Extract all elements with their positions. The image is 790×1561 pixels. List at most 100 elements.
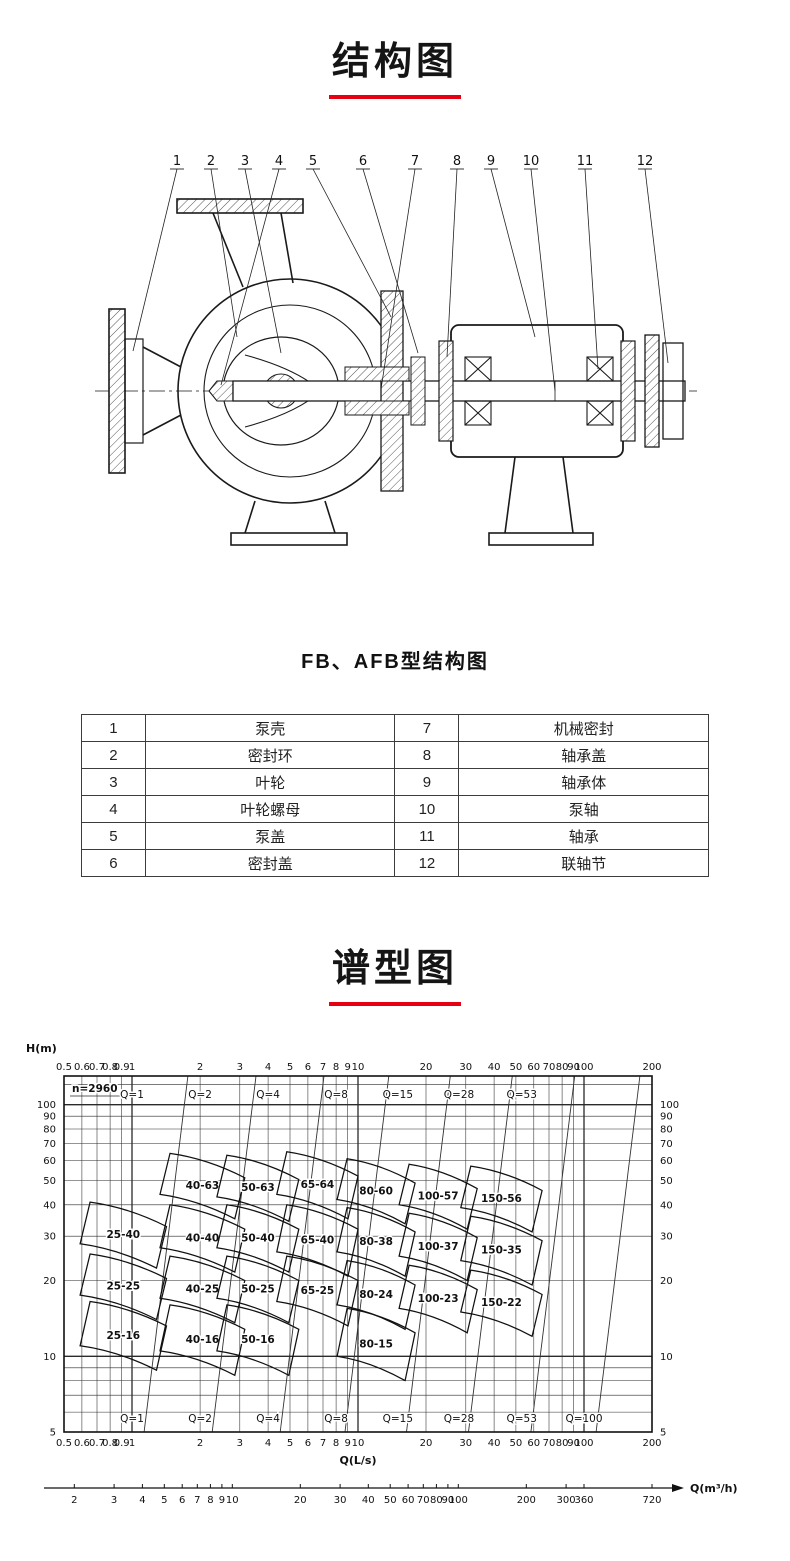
svg-text:11: 11 (577, 154, 594, 169)
svg-text:7: 7 (320, 1438, 326, 1449)
svg-text:0.7: 0.7 (89, 1062, 105, 1073)
svg-text:4: 4 (265, 1062, 271, 1073)
part-name: 叶轮 (144, 768, 396, 796)
svg-text:50-16: 50-16 (241, 1334, 275, 1346)
svg-text:6: 6 (179, 1495, 185, 1506)
svg-text:40-40: 40-40 (186, 1233, 220, 1245)
svg-text:150-22: 150-22 (481, 1297, 522, 1309)
svg-text:80: 80 (556, 1438, 569, 1449)
svg-text:20: 20 (420, 1438, 433, 1449)
pump-drawing-shapes (95, 198, 697, 546)
svg-text:25-25: 25-25 (107, 1281, 141, 1293)
svg-text:7: 7 (411, 154, 419, 169)
svg-text:50: 50 (384, 1495, 397, 1506)
svg-text:60: 60 (527, 1438, 540, 1449)
svg-text:8: 8 (333, 1438, 339, 1449)
svg-text:30: 30 (334, 1495, 347, 1506)
svg-text:200: 200 (642, 1062, 661, 1073)
svg-text:80-60: 80-60 (359, 1185, 393, 1197)
svg-text:0.7: 0.7 (89, 1438, 105, 1449)
part-name: 联轴节 (458, 849, 709, 877)
svg-text:80: 80 (430, 1495, 443, 1506)
svg-text:60: 60 (660, 1156, 673, 1167)
structure-title: 结构图 (331, 41, 458, 83)
part-no: 9 (394, 768, 460, 796)
svg-text:3: 3 (241, 154, 249, 169)
svg-text:Q=53: Q=53 (506, 1413, 536, 1425)
svg-text:40: 40 (362, 1495, 375, 1506)
svg-text:20: 20 (660, 1276, 673, 1287)
svg-text:25-16: 25-16 (107, 1330, 141, 1342)
svg-text:30: 30 (43, 1232, 56, 1243)
svg-text:40: 40 (660, 1200, 673, 1211)
svg-text:Q(m³/h): Q(m³/h) (690, 1482, 738, 1495)
svg-text:3: 3 (237, 1062, 243, 1073)
table-row: 3 叶轮 9 轴承体 (81, 768, 709, 796)
svg-text:12: 12 (637, 154, 654, 169)
svg-text:Q=15: Q=15 (383, 1413, 413, 1425)
svg-text:1: 1 (129, 1062, 135, 1073)
part-name: 密封环 (144, 741, 396, 769)
svg-text:3: 3 (237, 1438, 243, 1449)
svg-text:1: 1 (173, 154, 181, 169)
svg-text:65-40: 65-40 (301, 1235, 335, 1247)
parts-table: 1 泵壳 7 机械密封 2 密封环 8 轴承盖 3 叶轮 9 轴承体 4 叶轮螺… (81, 714, 709, 877)
svg-text:Q=2: Q=2 (188, 1413, 212, 1425)
svg-text:Q=100: Q=100 (565, 1413, 602, 1425)
svg-text:0.9: 0.9 (114, 1438, 130, 1449)
part-no: 8 (394, 741, 460, 769)
svg-text:4: 4 (265, 1438, 271, 1449)
svg-text:40: 40 (43, 1200, 56, 1211)
part-name: 密封盖 (144, 849, 396, 877)
svg-text:Q=15: Q=15 (383, 1089, 413, 1101)
table-row: 2 密封环 8 轴承盖 (81, 741, 709, 769)
svg-text:150-56: 150-56 (481, 1193, 522, 1205)
svg-text:70: 70 (660, 1139, 673, 1150)
svg-text:50: 50 (43, 1176, 56, 1187)
svg-text:60: 60 (43, 1156, 56, 1167)
part-name: 轴承盖 (458, 741, 709, 769)
svg-text:Q=8: Q=8 (324, 1413, 348, 1425)
svg-text:360: 360 (574, 1495, 593, 1506)
svg-text:9: 9 (219, 1495, 225, 1506)
svg-text:2: 2 (207, 154, 215, 169)
part-name: 轴承体 (458, 768, 709, 796)
table-row: 4 叶轮螺母 10 泵轴 (81, 795, 709, 823)
svg-text:1: 1 (129, 1438, 135, 1449)
svg-text:n=2960: n=2960 (72, 1083, 118, 1095)
svg-text:30: 30 (660, 1232, 673, 1243)
svg-text:65-64: 65-64 (301, 1179, 335, 1191)
svg-text:Q=1: Q=1 (120, 1089, 144, 1101)
svg-text:Q=4: Q=4 (256, 1089, 280, 1101)
svg-text:3: 3 (111, 1495, 117, 1506)
svg-text:9: 9 (487, 154, 495, 169)
svg-text:6: 6 (359, 154, 367, 169)
svg-text:100: 100 (574, 1062, 593, 1073)
svg-text:100: 100 (37, 1100, 56, 1111)
svg-text:10: 10 (43, 1352, 56, 1363)
part-no: 12 (394, 849, 460, 877)
svg-text:8: 8 (333, 1062, 339, 1073)
svg-text:90: 90 (567, 1062, 580, 1073)
diagram-caption: FB、AFB型结构图 (301, 651, 489, 673)
svg-text:200: 200 (517, 1495, 536, 1506)
svg-text:0.5: 0.5 (56, 1438, 72, 1449)
svg-text:50: 50 (510, 1438, 523, 1449)
svg-text:5: 5 (287, 1438, 293, 1449)
svg-text:80-15: 80-15 (359, 1339, 393, 1351)
spectrum-section-header: 谱型图 (0, 877, 790, 1006)
svg-text:6: 6 (305, 1062, 311, 1073)
svg-text:720: 720 (642, 1495, 661, 1506)
svg-text:8: 8 (453, 154, 461, 169)
svg-text:40: 40 (488, 1438, 501, 1449)
svg-text:10: 10 (352, 1062, 365, 1073)
part-no: 10 (394, 795, 460, 823)
svg-text:40: 40 (488, 1062, 501, 1073)
svg-text:100: 100 (449, 1495, 468, 1506)
svg-text:80: 80 (660, 1125, 673, 1136)
svg-text:70: 70 (543, 1438, 556, 1449)
svg-text:40-63: 40-63 (186, 1180, 220, 1192)
svg-text:4: 4 (139, 1495, 145, 1506)
svg-text:100-37: 100-37 (418, 1241, 459, 1253)
